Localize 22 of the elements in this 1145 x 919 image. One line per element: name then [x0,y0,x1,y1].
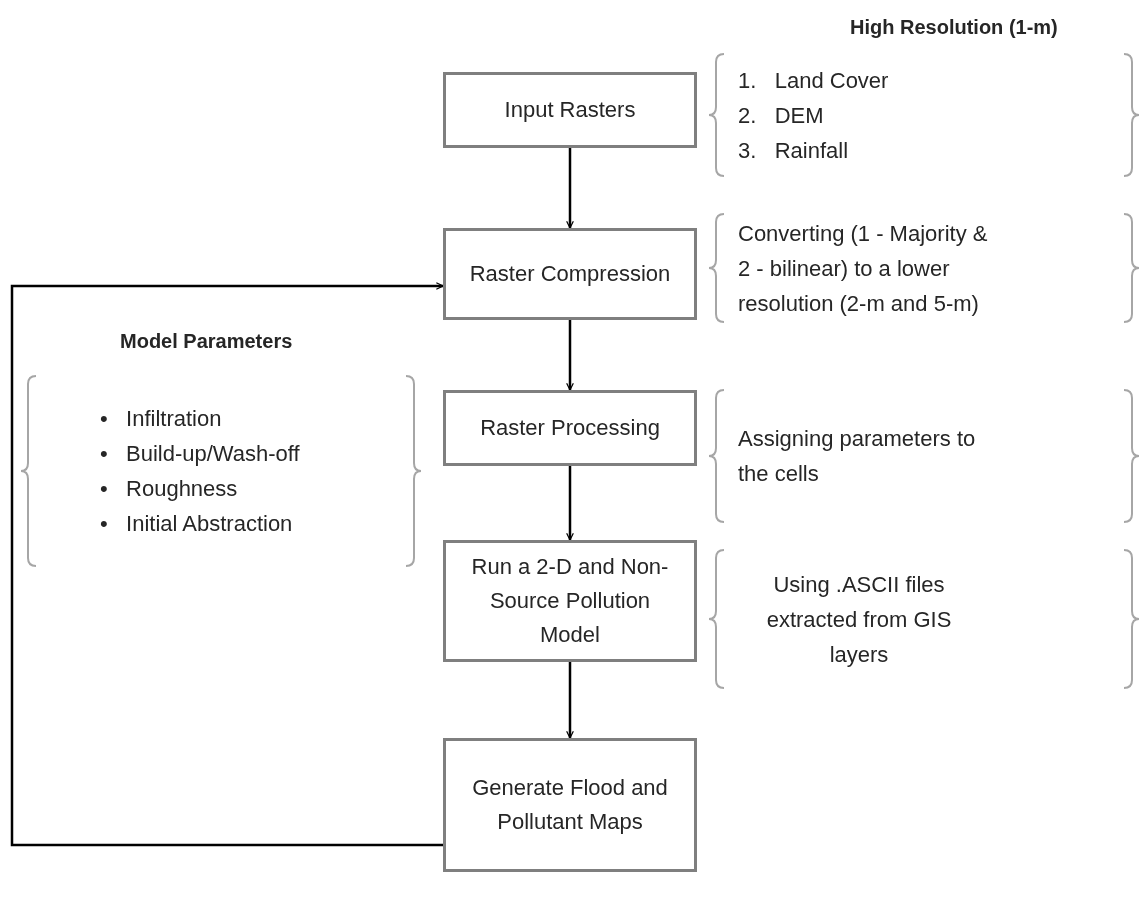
arrow [10,282,444,847]
list-item: 3. Rainfall [738,136,849,165]
process-box: Raster Compression [443,228,697,320]
arrow [566,148,574,229]
heading-text: High Resolution (1-m) [850,15,1058,40]
annotation-text: Converting (1 - Majority & 2 - bilinear) to a lower resolution (2-m and 5-m) [738,219,989,318]
process-box: Generate Flood and Pollutant Maps [443,738,697,872]
list-item: 1. Land Cover [738,66,889,95]
heading-text: Model Parameters [120,329,293,354]
list-item: • Initial Abstraction [100,510,293,538]
list-item: • Build-up/Wash-off [100,440,300,468]
arrow [566,662,574,739]
annotation-text: Using .ASCII files extracted from GIS layers [765,570,953,669]
annotation-text: Assigning parameters to the cells [738,425,977,488]
process-box: Run a 2-D and Non-Source Pollution Model [443,540,697,662]
list-item: • Roughness [100,475,238,503]
process-box: Input Rasters [443,72,697,148]
arrow [566,466,574,541]
list-item: 2. DEM [738,101,824,130]
arrow [566,320,574,391]
process-box: Raster Processing [443,390,697,466]
list-item: • Infiltration [100,405,222,433]
